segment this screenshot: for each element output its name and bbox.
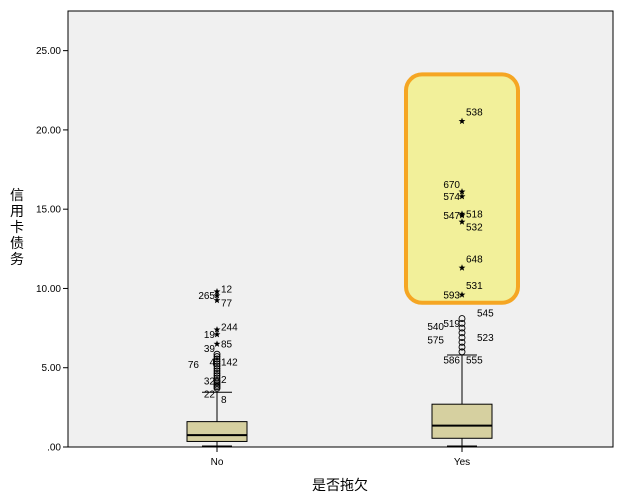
outlier-points xyxy=(213,315,466,392)
x-tick-label-yes: Yes xyxy=(454,457,470,468)
point-label: 519 xyxy=(443,319,460,330)
y-tick-label: 15.00 xyxy=(36,205,61,216)
y-tick-label: 10.00 xyxy=(36,284,61,295)
extreme-star xyxy=(213,296,221,304)
y-tick-label: .00 xyxy=(47,443,61,454)
iqr-box xyxy=(186,421,248,442)
point-label: 574 xyxy=(443,192,460,203)
point-label: 586 xyxy=(443,355,460,366)
x-tick-label-no: No xyxy=(211,457,224,468)
point-label: 76 xyxy=(188,360,200,371)
point-label: 244 xyxy=(221,323,238,334)
outlier-circle xyxy=(213,360,221,368)
point-label: 4 xyxy=(209,358,215,369)
x-axis: No Yes xyxy=(211,447,470,468)
outlier-circle xyxy=(213,365,221,372)
outlier-circle xyxy=(458,348,466,356)
y-tick-label: 20.00 xyxy=(36,125,61,136)
point-label: 22 xyxy=(204,389,216,400)
point-label: 2 xyxy=(221,375,227,386)
outlier-circle xyxy=(213,374,221,382)
outlier-circle xyxy=(213,369,221,377)
outlier-circle xyxy=(458,334,466,342)
y-tick-label: 25.00 xyxy=(36,46,61,57)
point-label: 85 xyxy=(221,339,233,350)
extreme-star xyxy=(213,330,221,338)
point-label: 545 xyxy=(477,309,494,320)
outlier-circle xyxy=(213,355,221,363)
point-label: 39 xyxy=(204,344,216,355)
point-label: 593 xyxy=(443,290,460,301)
outlier-circle xyxy=(213,362,221,370)
iqr-box xyxy=(431,403,493,439)
plot-area xyxy=(67,10,614,448)
point-label: 265 xyxy=(198,291,215,302)
point-label: 142 xyxy=(221,358,238,369)
outlier-circle xyxy=(213,376,221,384)
point-label: 538 xyxy=(466,108,483,119)
extreme-star xyxy=(213,326,221,333)
x-axis-title: 是否拖欠 xyxy=(312,478,368,494)
point-label: 32 xyxy=(204,377,216,388)
outlier-circle xyxy=(213,357,221,365)
outlier-circle xyxy=(213,350,221,358)
y-tick-label: 5.00 xyxy=(42,363,62,374)
extreme-star xyxy=(213,291,221,299)
boxes xyxy=(186,354,493,447)
point-label: 12 xyxy=(221,285,233,296)
extreme-star xyxy=(458,264,466,271)
extreme-star xyxy=(213,288,221,295)
point-label: 518 xyxy=(466,209,483,220)
y-axis: .00 5.00 10.00 15.00 20.00 25.00 xyxy=(36,46,68,454)
outlier-circle xyxy=(213,372,221,380)
outlier-circle xyxy=(458,324,466,332)
extreme-star xyxy=(458,192,466,200)
point-label: 77 xyxy=(221,298,233,309)
point-label: 575 xyxy=(427,335,444,346)
outlier-circle xyxy=(213,367,221,375)
point-label: 19 xyxy=(204,330,216,341)
outlier-circle xyxy=(213,353,221,361)
extreme-star xyxy=(458,117,466,125)
point-label: 532 xyxy=(466,222,483,233)
extreme-star xyxy=(458,211,466,219)
outlier-circle xyxy=(458,343,466,351)
extreme-star xyxy=(458,291,466,298)
point-label: 523 xyxy=(477,333,494,344)
point-label: 540 xyxy=(427,322,444,333)
extreme-star xyxy=(458,218,466,225)
outlier-circle xyxy=(458,329,466,337)
y-axis-title: 信用卡债务 xyxy=(10,188,24,268)
point-label: 531 xyxy=(466,281,483,292)
box-yes xyxy=(431,354,493,447)
outlier-circle xyxy=(458,319,466,327)
box-no xyxy=(186,391,248,447)
extreme-star xyxy=(213,340,221,347)
point-label: 670 xyxy=(443,180,460,191)
point-label: 547 xyxy=(443,211,460,222)
point-label: 555 xyxy=(466,355,483,366)
outlier-circle xyxy=(458,315,466,323)
point-label: 8 xyxy=(221,395,227,406)
extreme-star xyxy=(458,188,466,195)
point-label: 648 xyxy=(466,254,483,265)
outlier-circle xyxy=(458,338,466,346)
